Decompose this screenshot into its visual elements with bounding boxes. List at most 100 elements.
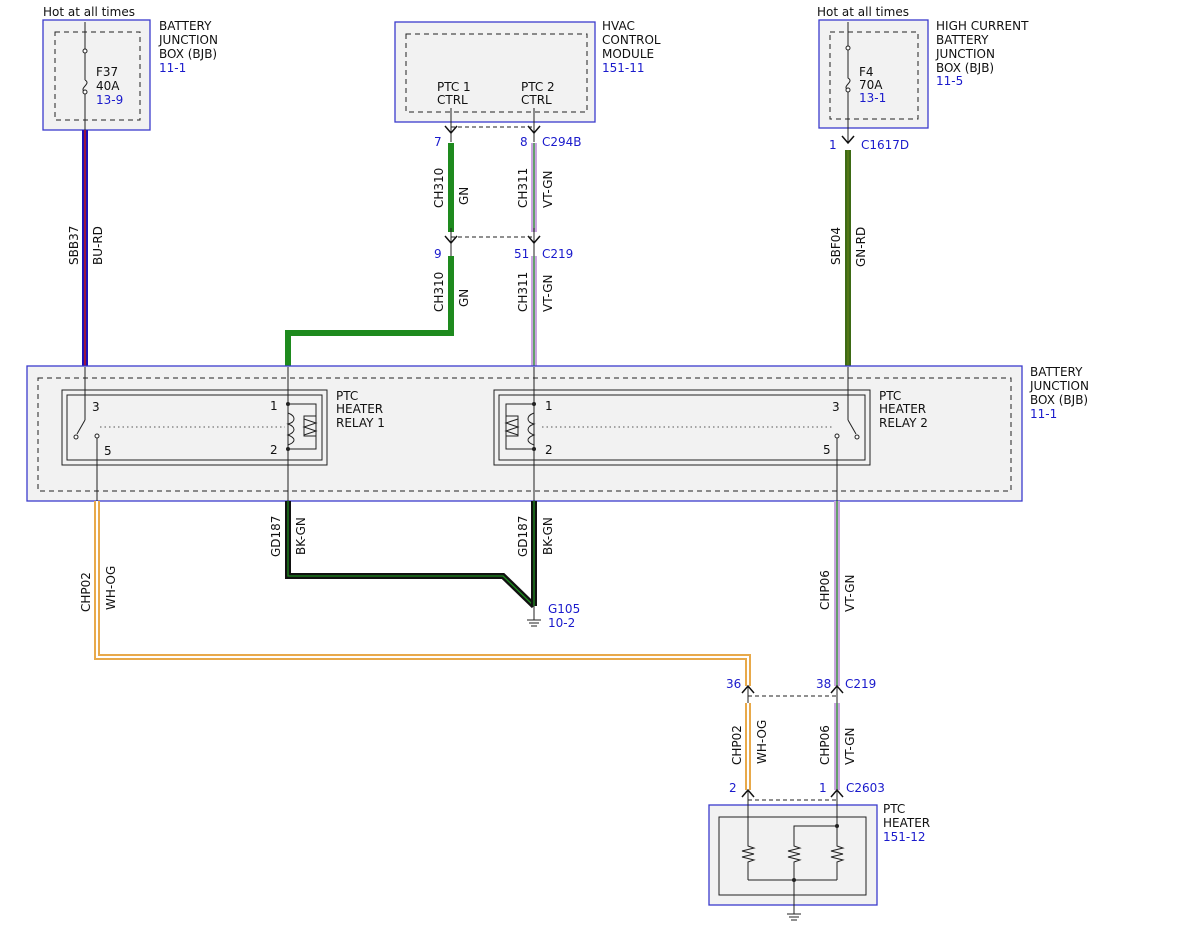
hcbjb-ref: 11-5 (936, 74, 963, 88)
wire-gd187 (285, 501, 537, 609)
wire-ch311-b-circuit: CH311 (516, 272, 530, 312)
c219-top-pin-a: 9 (434, 247, 442, 261)
wire-chp02-a-color: WH-OG (104, 566, 118, 610)
connector-c294b (444, 108, 541, 142)
fuse-f4-label: F4 (859, 65, 874, 79)
bjb-main-box (26, 365, 1023, 502)
bjb-main-title-2: JUNCTION (1029, 379, 1089, 393)
c1617d-name: C1617D (861, 138, 909, 152)
wire-chp02-b-color: WH-OG (755, 720, 769, 764)
ptc-heater-title-2: HEATER (883, 816, 930, 830)
wire-gd187-b-color: BK-GN (541, 517, 555, 555)
wire-chp06-a-color: VT-GN (843, 575, 857, 612)
c2603-name: C2603 (846, 781, 885, 795)
bjb-top-title-2: JUNCTION (158, 33, 218, 47)
hvac-pin2-label-2: CTRL (521, 93, 552, 107)
relay1-title-3: RELAY 1 (336, 416, 385, 430)
c2603-pin-a: 2 (729, 781, 737, 795)
wire-gd187-a-circuit: GD187 (269, 516, 283, 557)
relay2-title-2: HEATER (879, 402, 926, 416)
ptc-heater (708, 790, 878, 921)
wire-ch310-a-color: GN (457, 187, 471, 205)
connector-c2603 (741, 788, 844, 801)
bjb-main-ref: 11-1 (1030, 407, 1057, 421)
c219-top-name: C219 (542, 247, 573, 261)
hcbjb-title-2: BATTERY (936, 33, 989, 47)
ptc-heater-relay-2 (493, 367, 871, 501)
wire-chp06-b-circuit: CHP06 (818, 725, 832, 765)
bjb-main-title-1: BATTERY (1030, 365, 1083, 379)
ground-g105-ref: 10-2 (548, 616, 575, 630)
relay2-pin3: 3 (832, 400, 840, 414)
fuse-f4-rating: 70A (859, 78, 883, 92)
bjb-top-title-1: BATTERY (159, 19, 212, 33)
wire-sbf04-color: GN-RD (854, 227, 868, 267)
relay1-pin1: 1 (270, 399, 278, 413)
wire-ch311-b-color: VT-GN (541, 275, 555, 312)
hcbjb-fuse-block (818, 19, 929, 145)
ptc-heater-relay-1 (61, 367, 328, 501)
hvac-pin1-label-2: CTRL (437, 93, 468, 107)
c2603-pin-b: 1 (819, 781, 827, 795)
wire-sbf04-circuit: SBF04 (829, 227, 843, 265)
relay2-title-1: PTC (879, 389, 901, 403)
connector-c219-top (444, 228, 541, 258)
c219-bottom-pin-a: 36 (726, 677, 741, 691)
c294b-name: C294B (542, 135, 582, 149)
bjb-top-ref: 11-1 (159, 61, 186, 75)
fuse-f37-label: F37 (96, 65, 118, 79)
wire-ch310-b-color: GN (457, 289, 471, 307)
relay1-pin3: 3 (92, 400, 100, 414)
c294b-pin-b: 8 (520, 135, 528, 149)
relay2-pin5: 5 (823, 443, 831, 457)
hvac-title-3: MODULE (602, 47, 654, 61)
wire-chp02-a-circuit: CHP02 (79, 572, 93, 612)
wire-ch310-b-circuit: CH310 (432, 272, 446, 312)
relay1-title-1: PTC (336, 389, 358, 403)
ptc-heater-title-1: PTC (883, 802, 905, 816)
bjb-top-title-3: BOX (BJB) (159, 47, 217, 61)
hvac-title-1: HVAC (602, 19, 635, 33)
ground-symbol-g105 (527, 606, 541, 627)
relay1-title-2: HEATER (336, 402, 383, 416)
fuse-f37-rating: 40A (96, 79, 120, 93)
bjb-main-title-3: BOX (BJB) (1030, 393, 1088, 407)
wire-sbb37-circuit: SBB37 (67, 226, 81, 265)
hvac-pin2-label-1: PTC 2 (521, 80, 555, 94)
hvac-title-2: CONTROL (602, 33, 661, 47)
c219-top-pin-b: 51 (514, 247, 529, 261)
wire-chp06-b-color: VT-GN (843, 728, 857, 765)
hcbjb-title-4: BOX (BJB) (936, 61, 994, 75)
hvac-control-module (394, 21, 596, 123)
wire-ch311-a-circuit: CH311 (516, 168, 530, 208)
ptc-heater-ref: 151-12 (883, 830, 926, 844)
fuse-f37-ref: 13-9 (96, 93, 123, 107)
wire-ch311-a-color: VT-GN (541, 171, 555, 208)
wire-ch310-a-circuit: CH310 (432, 168, 446, 208)
wire-sbb37-color: BU-RD (91, 226, 105, 265)
c219-bottom-pin-b: 38 (816, 677, 831, 691)
wire-gd187-a-color: BK-GN (294, 517, 308, 555)
power-label-left: Hot at all times (43, 5, 135, 19)
wire-ch310-lower (285, 256, 454, 367)
connector-c219-bottom (741, 684, 844, 705)
wire-chp06-a-circuit: CHP06 (818, 570, 832, 610)
relay1-pin2: 2 (270, 443, 278, 457)
hvac-pin1-label-1: PTC 1 (437, 80, 471, 94)
wire-chp02-b-circuit: CHP02 (730, 725, 744, 765)
c219-bottom-name: C219 (845, 677, 876, 691)
hcbjb-title-1: HIGH CURRENT (936, 19, 1029, 33)
c294b-pin-a: 7 (434, 135, 442, 149)
relay1-pin5: 5 (104, 444, 112, 458)
fuse-f4-ref: 13-1 (859, 91, 886, 105)
bjb-top-fuse-block: F37 40A 13-9 (42, 19, 151, 135)
ground-g105-name: G105 (548, 602, 580, 616)
relay2-pin1: 1 (545, 399, 553, 413)
power-label-right: Hot at all times (817, 5, 909, 19)
relay2-title-3: RELAY 2 (879, 416, 928, 430)
relay2-pin2: 2 (545, 443, 553, 457)
wire-gd187-b-circuit: GD187 (516, 516, 530, 557)
hcbjb-title-3: JUNCTION (935, 47, 995, 61)
wire-chp02-upper (94, 501, 751, 686)
